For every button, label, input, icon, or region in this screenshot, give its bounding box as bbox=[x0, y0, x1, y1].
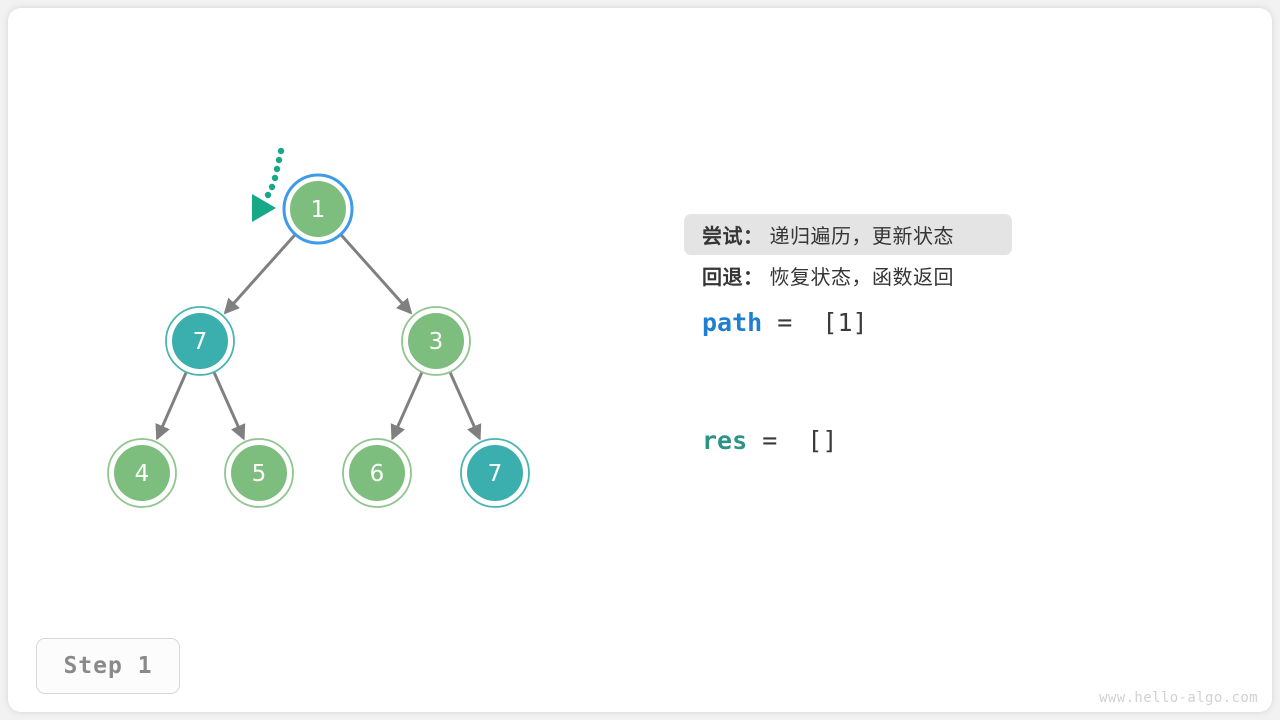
watermark: www.hello-algo.com bbox=[1099, 690, 1258, 706]
tree-node-label: 3 bbox=[429, 329, 444, 355]
tree-edge-n1-n3 bbox=[338, 231, 413, 315]
try-line: 尝试： 递归遍历，更新状态 bbox=[684, 214, 1012, 255]
tree-edge-n1-n2 bbox=[223, 231, 298, 315]
backtrack-text: 恢复状态，函数返回 bbox=[769, 265, 954, 289]
pointer-arrow-icon bbox=[252, 194, 276, 222]
pointer-dot-3 bbox=[271, 174, 279, 182]
tree-node-7: 7 bbox=[460, 438, 530, 508]
tree-edge-n2-n4 bbox=[155, 369, 189, 441]
state-info-panel: 尝试： 递归遍历，更新状态 回退： 恢复状态，函数返回 path = [1] r… bbox=[684, 214, 1114, 466]
pointer-dot-4 bbox=[268, 183, 276, 191]
tree-node-label: 4 bbox=[135, 461, 150, 487]
pointer-dot-1 bbox=[275, 156, 283, 164]
tree-nodes: 1 7 3 4 5 6 7 bbox=[107, 173, 530, 508]
pointer-dot-2 bbox=[273, 165, 281, 173]
tree-node-label: 5 bbox=[252, 461, 267, 487]
path-variable-value: = [1] bbox=[762, 307, 868, 337]
tree-edge-n2-n5 bbox=[211, 369, 246, 441]
tree-node-5: 5 bbox=[224, 438, 294, 508]
tree-edges bbox=[155, 231, 482, 441]
try-text: 递归遍历，更新状态 bbox=[769, 224, 954, 248]
res-variable-line: res = [] bbox=[684, 414, 1114, 466]
recursion-pointer bbox=[252, 147, 285, 222]
tree-edge-n3-n7 bbox=[447, 369, 482, 441]
pointer-dot-0 bbox=[277, 147, 285, 155]
tree-node-label: 1 bbox=[311, 197, 326, 223]
tree-node-1: 1 bbox=[282, 173, 354, 245]
res-variable-name: res bbox=[702, 425, 748, 455]
res-variable-value: = [] bbox=[747, 425, 838, 455]
path-variable-line: path = [1] bbox=[684, 296, 1114, 348]
tree-node-label: 7 bbox=[488, 461, 503, 487]
tree-node-label: 7 bbox=[193, 329, 208, 355]
tree-node-4: 4 bbox=[107, 438, 177, 508]
panel-spacer bbox=[684, 348, 1114, 414]
tree-node-label: 6 bbox=[370, 461, 385, 487]
pointer-dot-5 bbox=[264, 191, 272, 199]
path-variable-name: path bbox=[702, 307, 763, 337]
tree-edge-n3-n6 bbox=[390, 369, 425, 441]
tree-node-7: 7 bbox=[165, 306, 235, 376]
backtrack-label: 回退： bbox=[702, 265, 764, 289]
try-label: 尝试： bbox=[702, 224, 764, 248]
backtrack-line: 回退： 恢复状态，函数返回 bbox=[684, 255, 1114, 296]
step-badge: Step 1 bbox=[36, 638, 180, 694]
tree-node-6: 6 bbox=[342, 438, 412, 508]
tree-node-3: 3 bbox=[401, 306, 471, 376]
